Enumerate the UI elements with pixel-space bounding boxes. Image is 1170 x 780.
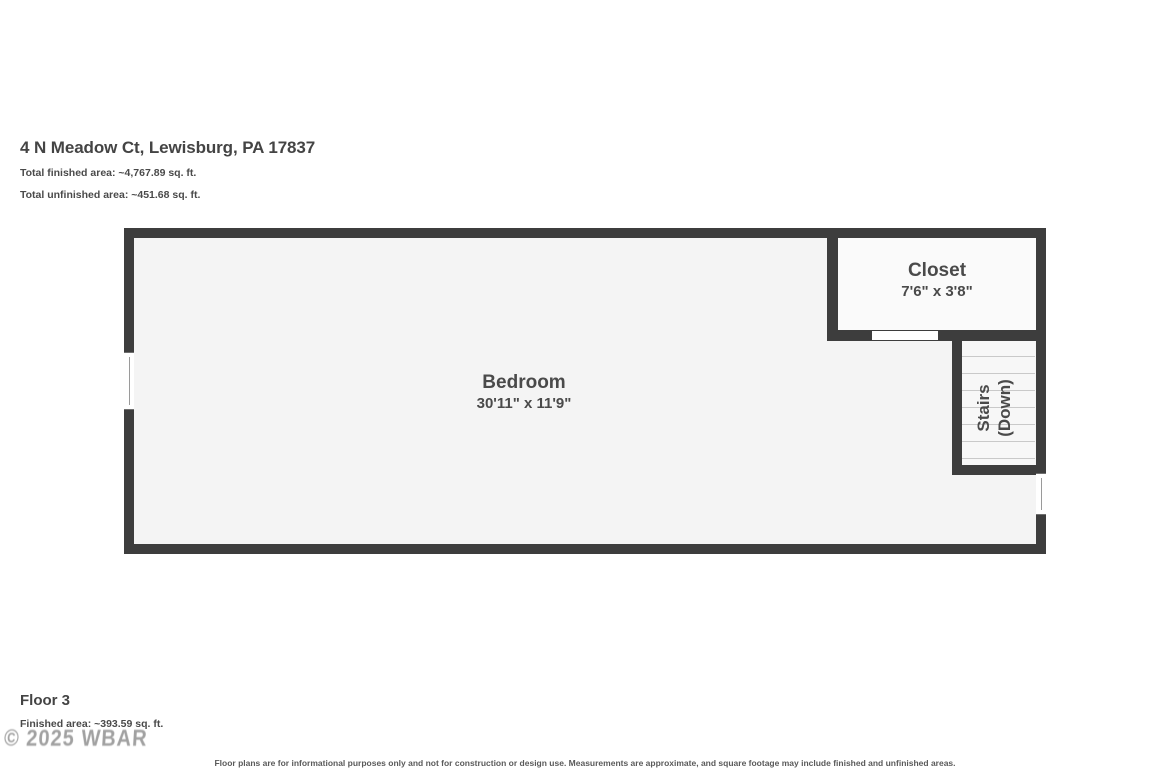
total-unfinished-area: Total unfinished area: ~451.68 sq. ft. (20, 189, 201, 201)
floor-title: Floor 3 (20, 692, 71, 709)
stairs-label: Stairs (Down) (952, 340, 1035, 475)
stair-tread-line (962, 356, 1035, 357)
closet-name: Closet (907, 260, 967, 281)
stairs-direction: (Down) (994, 378, 1014, 437)
stair-tread-line (962, 390, 1035, 391)
exterior-wall-right (1036, 228, 1046, 554)
stair-tread-line (962, 441, 1035, 442)
total-finished-area: Total finished area: ~4,767.89 sq. ft. (20, 167, 197, 179)
closet-label: Closet 7'6" x 3'8" (837, 259, 1037, 302)
plan-header: 4 N Meadow Ct, Lewisburg, PA 17837 Total… (20, 138, 720, 211)
copyright-watermark: © 2025 WBAR (3, 726, 149, 752)
stair-tread-line (962, 373, 1035, 374)
floor-finished-area: Finished area: ~393.59 sq. ft. (20, 718, 164, 730)
window-left-wall (124, 352, 134, 410)
bedroom-dimensions: 30'11" x 11'9" (476, 395, 572, 412)
bedroom-label: Bedroom 30'11" x 11'9" (384, 371, 664, 414)
closet-floor-area (838, 236, 1036, 332)
exterior-wall-bottom (124, 544, 1046, 554)
disclaimer-text: Floor plans are for informational purpos… (214, 758, 956, 768)
stair-tread-line (962, 424, 1035, 425)
closet-wall-left (827, 228, 838, 340)
page-title: 4 N Meadow Ct, Lewisburg, PA 17837 (20, 138, 316, 157)
stairs-wall-left (952, 336, 962, 475)
stairs-name: Stairs (973, 383, 993, 432)
stair-tread-line (962, 407, 1035, 408)
closet-dimensions: 7'6" x 3'8" (901, 283, 973, 300)
stairs-wall-bottom (952, 465, 1036, 475)
window-right-wall (1036, 473, 1046, 515)
closet-doorway-opening (872, 331, 938, 340)
stair-tread-line (962, 458, 1035, 459)
plan-footer: Floor 3 Finished area: ~393.59 sq. ft. (20, 692, 620, 731)
exterior-wall-top (124, 228, 1046, 238)
bedroom-name: Bedroom (482, 372, 566, 393)
